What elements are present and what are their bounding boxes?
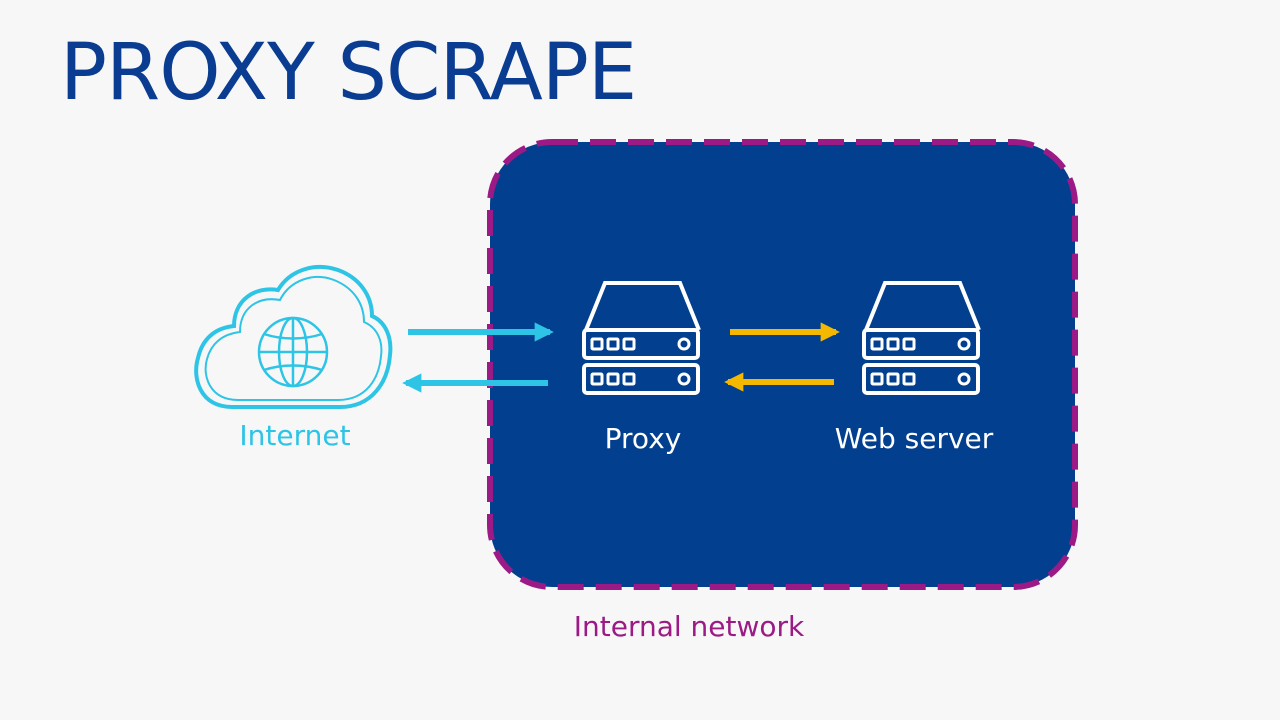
internet-label: Internet bbox=[239, 419, 350, 452]
cloud-icon bbox=[194, 264, 393, 409]
web-server-icon bbox=[862, 281, 981, 395]
proxy-server-icon bbox=[582, 281, 701, 395]
page-title: PROXY SCRAPE bbox=[60, 28, 637, 118]
globe-icon bbox=[257, 316, 329, 388]
web-server-label: Web server bbox=[835, 422, 994, 455]
internal-network-label: Internal network bbox=[574, 610, 805, 643]
internal-network-box bbox=[487, 139, 1078, 590]
proxy-label: Proxy bbox=[605, 422, 682, 455]
